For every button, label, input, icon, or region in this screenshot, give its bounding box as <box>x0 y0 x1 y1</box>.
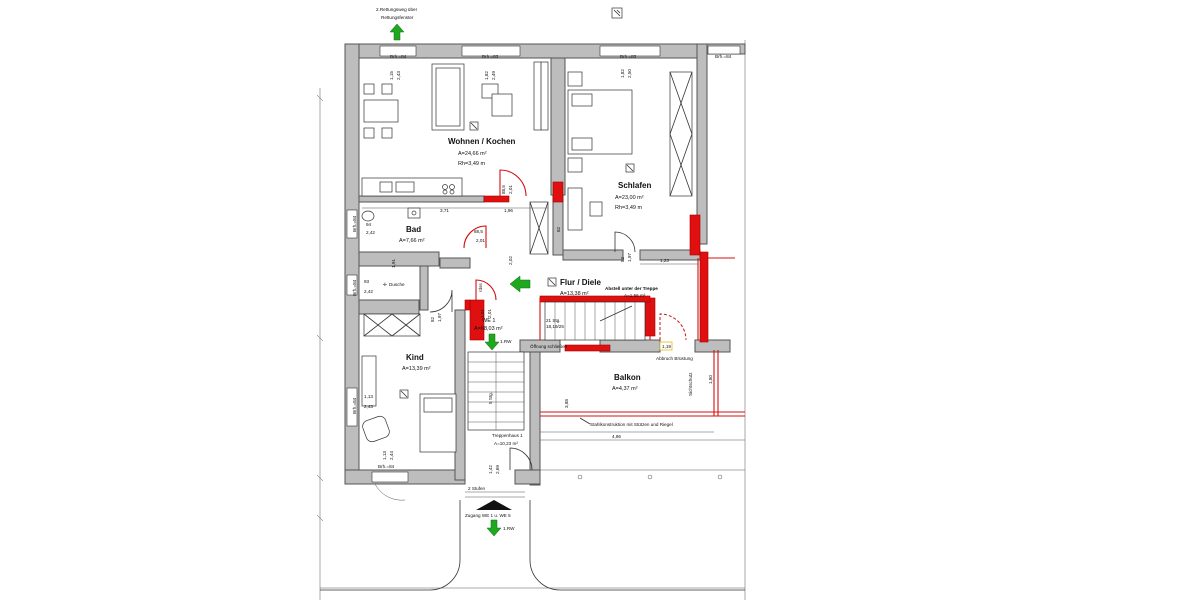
unit-name: WE 1 <box>482 318 495 324</box>
stairs-label: 18,19/25 <box>546 324 564 329</box>
annotation-stahl: Stahlkonstruktion mit Stützen und Riegel <box>590 422 673 427</box>
dimension-label: 3,88 <box>564 399 569 408</box>
room-name-balkon: Balkon <box>614 373 641 382</box>
annotation-abbruch: Abbruch Brüstung <box>656 356 693 361</box>
dimension-label: 2,49 <box>491 71 496 80</box>
stairs-label: 21 Stg. <box>546 318 561 323</box>
window-label: Brh.=84 <box>352 215 357 232</box>
window-label: Brh.=84 <box>390 54 407 59</box>
unit-rw: 1.RW <box>500 339 512 344</box>
room-area-abstell: A=1,56 m² <box>624 293 646 298</box>
room-name-schlafen: Schlafen <box>618 181 651 190</box>
entrance-label: Zugang WE 1 u. WE 5 <box>465 513 511 518</box>
dimension-label: 2,42 <box>364 289 373 294</box>
child-room-furniture <box>361 313 457 453</box>
dimension-label: 1,82 <box>620 69 625 78</box>
dimension-label: 1,19 <box>662 344 671 349</box>
dimension-label: 1,23 <box>660 258 669 263</box>
bedroom-furniture <box>567 71 693 231</box>
dimension-label: 1,82 <box>484 71 489 80</box>
windows <box>346 45 741 483</box>
dimension-label: 2,43 <box>364 404 373 409</box>
unit-area: A=68,03 m² <box>474 326 503 332</box>
dimension-label: 93 <box>364 279 370 284</box>
dimension-label: 1,97 <box>627 253 632 262</box>
room-name-treppenhaus: Treppenhaus 1 <box>492 433 523 438</box>
escape-route: 2.Rettungsweg über Rettungsfenster <box>376 7 623 41</box>
window-label: Brh.=83 <box>620 54 637 59</box>
stairs-side-label: 5 Stg. <box>488 392 493 404</box>
room-area-wohnen: A=24,66 m² <box>458 151 487 157</box>
dimension-label: 1,13 <box>382 451 387 460</box>
annotation-oeffnung: Öffnung schließen <box>530 343 568 349</box>
new-walls <box>464 181 745 417</box>
dimension-label: rdss <box>478 283 483 292</box>
dimension-label: 94 <box>366 222 372 227</box>
room-area-bad: A=7,66 m² <box>399 238 425 244</box>
window-label: Brh.=84 <box>378 464 395 469</box>
room-area-kind: A=13,39 m² <box>402 366 431 372</box>
dimension-label: 4,86 <box>612 434 621 439</box>
escape-arrow-up-icon <box>389 23 405 41</box>
room-area-treppenhaus: A=10,23 m² <box>494 441 518 446</box>
dimension-label: 1,13 <box>364 394 373 399</box>
dimension-label: 1,91 <box>391 259 396 268</box>
dimension-label: 1,97 <box>437 313 442 322</box>
dimension-label: 2,01 <box>487 309 492 318</box>
window-labels: Brh.=84 Brh.=83 Brh.=83 Brh.=84 Brh.=84 … <box>352 54 732 469</box>
escape-arrow-left-icon <box>509 275 531 293</box>
room-name-wohnen: Wohnen / Kochen <box>448 137 516 146</box>
dimension-label: 2,02 <box>508 256 513 265</box>
room-height-wohnen: Rh=3,49 m <box>458 161 485 167</box>
entrance-triangle-icon <box>476 500 512 510</box>
dimension-label: 1,15 <box>389 71 394 80</box>
window-label: Brh.=84 <box>352 279 357 296</box>
escape-route-line1: 2.Rettungsweg über <box>376 7 418 12</box>
room-height-schlafen: Rh=3,49 m <box>615 205 642 211</box>
dimension-label: 82 <box>556 226 561 232</box>
room-area-flur: A=13,38 m² <box>560 291 589 297</box>
window-label: Brh.=83 <box>482 54 499 59</box>
stairs-upper <box>544 301 646 341</box>
dimension-label: 2,43 <box>396 71 401 80</box>
dimension-label: 1,80 <box>708 375 713 384</box>
window-label: Brh.=84 <box>715 54 732 59</box>
dimension-label: 2,42 <box>366 230 375 235</box>
room-area-schlafen: A=23,00 m² <box>615 195 644 201</box>
guide-lines <box>316 40 746 600</box>
window-label: Brh.=84 <box>352 397 357 414</box>
escape-route-line2: Rettungsfenster <box>381 15 414 20</box>
dimension-label: 82 <box>620 256 625 262</box>
entrance-rw: 1.RW <box>503 526 515 531</box>
room-area-balkon: A=4,37 m² <box>612 386 638 392</box>
bathroom-fixtures <box>361 207 421 222</box>
dimension-label: 1,96 <box>504 208 513 213</box>
room-name-flur: Flur / Diele <box>560 278 601 287</box>
dimension-label: 2,01 <box>476 238 485 243</box>
shower-label: Dusche <box>389 282 405 287</box>
room-name-bad: Bad <box>406 225 421 234</box>
dimension-label: 88,5 <box>474 229 483 234</box>
escape-arrow-down-icon <box>484 333 500 351</box>
dimension-label: 2,01 <box>508 185 513 194</box>
dimension-label: 2,44 <box>389 451 394 460</box>
annotation-sichtschutz: Sichtschutz <box>688 372 693 396</box>
dimension-label: 2,69 <box>495 465 500 474</box>
room-name-kind: Kind <box>406 353 424 362</box>
shower-icon: ✢ <box>382 282 387 287</box>
escape-arrow-down-icon <box>486 519 502 537</box>
dimension-label: 1,42 <box>488 465 493 474</box>
dimension-label: 3,71 <box>440 208 449 213</box>
room-name-abstell: Abstell unter der Treppe <box>605 286 658 291</box>
stairwell <box>467 351 525 431</box>
dimension-label: 88,5 <box>501 185 506 194</box>
entrance-steps: 2 Stufen <box>468 486 486 491</box>
dimension-label: 1,01 <box>480 309 485 318</box>
dimension-label: 82 <box>430 316 435 322</box>
dimension-label: 2,50 <box>627 69 632 78</box>
living-furniture <box>361 61 549 197</box>
